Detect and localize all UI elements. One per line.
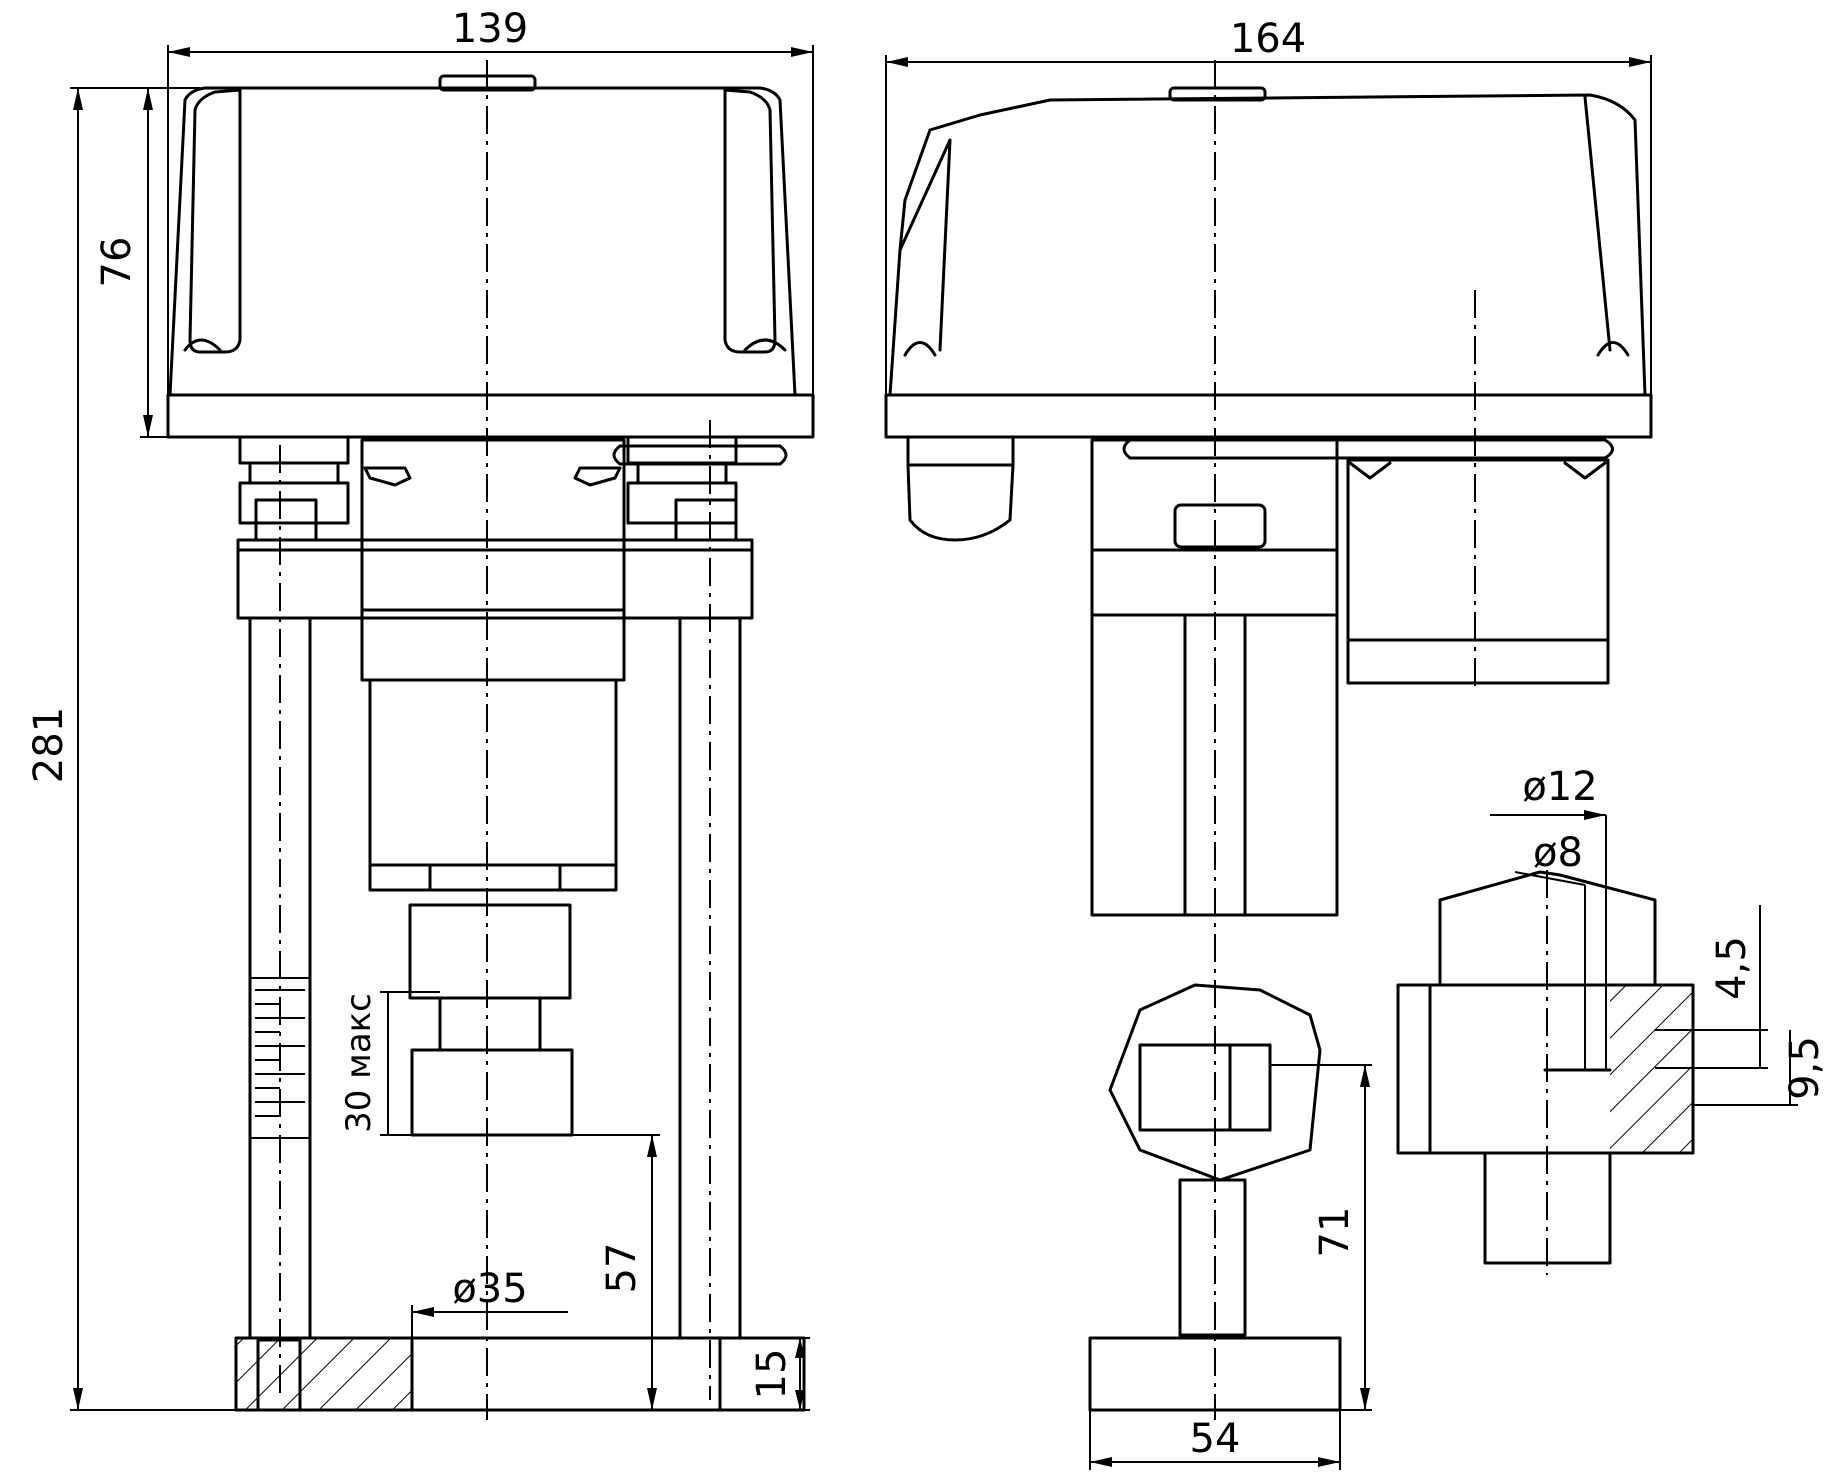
side-view [884,60,1653,1420]
side-notch-right [1596,341,1630,357]
side-cover-edge [898,138,952,352]
dim-diameter-35: ø35 [452,1266,527,1312]
nut-right-cap [674,498,738,542]
yoke-plate [236,548,754,620]
detail-octagon [1108,983,1322,1182]
motor-housing-top [360,438,626,612]
side-top-tab [1168,86,1267,102]
nut-right-bottom [626,481,738,525]
detail-collar [1138,1043,1272,1132]
motor-clip-left [363,466,412,487]
side-notch-left [903,341,937,357]
base-hatch [236,1338,412,1410]
dim-76: 76 [94,237,140,288]
cover-flange [166,393,815,439]
cable-gland-body [906,463,1015,542]
dim-54: 54 [1190,1416,1241,1462]
dim-30-max: 30 макс [339,993,379,1133]
side-cover-flange [884,393,1653,439]
side-motor-block [1346,458,1610,685]
nut-left-bottom [238,481,350,525]
cover-outline [168,86,797,397]
motor-band [360,608,626,682]
dim-164: 164 [1230,16,1306,62]
cover-rib-right [723,88,777,354]
front-view [166,60,815,1420]
dimension-labels: 139 164 76 281 30 макс 57 ø35 15 71 54 ø… [26,6,1828,1462]
motor-hub [428,863,562,892]
coupling-upper [408,903,572,1000]
nut-left-top [238,435,350,465]
dim-diameter-12: ø12 [1522,764,1597,810]
dim-71: 71 [1312,1207,1358,1258]
dim-281: 281 [26,707,72,783]
dim-4-5: 4,5 [1709,936,1755,1000]
dim-15: 15 [749,1349,795,1400]
guide-pin [612,444,788,466]
motor-bottom-ring [368,863,618,892]
dim-57: 57 [599,1243,645,1294]
side-guide-pin [1122,438,1614,460]
nut-left-mid [248,461,340,485]
dim-diameter-8: ø8 [1533,830,1583,876]
nut-left-cap [254,498,318,542]
cover-rib-left [188,88,242,354]
cover-notch-left [183,338,222,352]
motor-clip-right [573,466,622,487]
side-cover-outline [888,93,1647,397]
side-stem-lower [1178,1178,1247,1337]
cover-notch-right [743,338,787,352]
cable-gland-nut [906,435,1015,467]
nut-right-top [626,435,738,465]
motor-body [368,678,618,867]
coupling-lower [410,1048,574,1137]
detail-view [1396,870,1695,1275]
dim-139: 139 [452,6,528,52]
dimension-lines [70,45,1798,1470]
dim-9-5: 9,5 [1782,1036,1828,1100]
coupling-neck [438,996,542,1052]
nut-right-mid [636,461,728,485]
side-stem-nut [1173,503,1267,549]
side-cover-edge-right [1583,95,1612,352]
